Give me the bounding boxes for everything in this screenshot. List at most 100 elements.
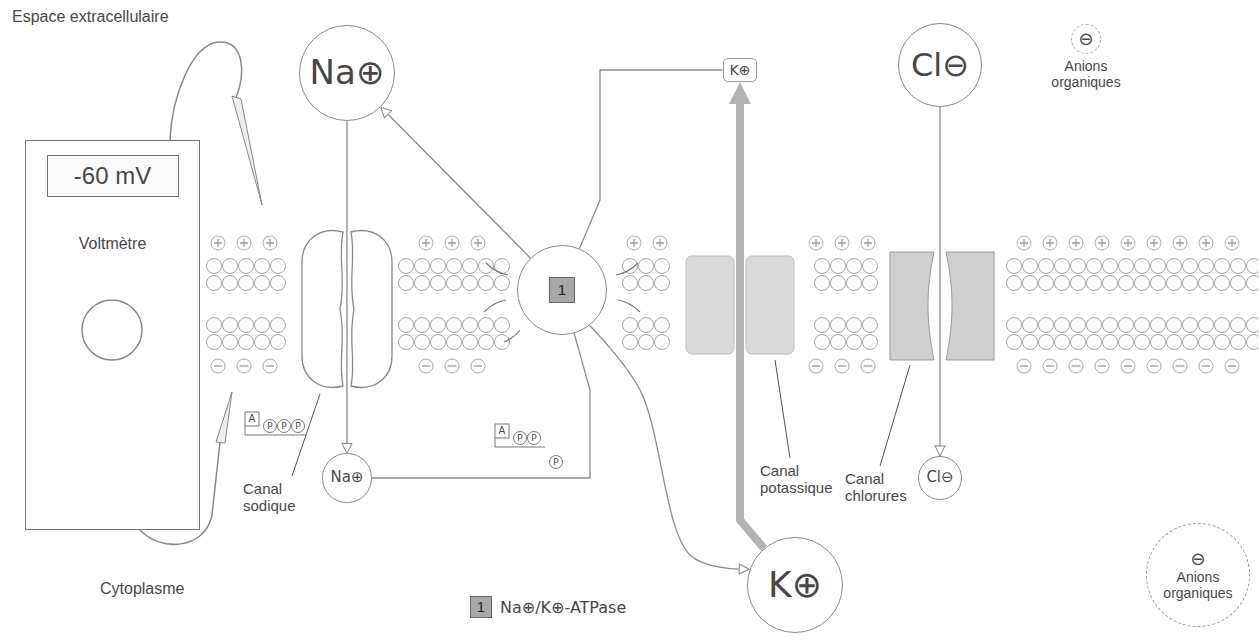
lipid-head xyxy=(1215,276,1230,291)
charge-circle xyxy=(1095,359,1109,373)
positive-charge xyxy=(1121,236,1135,250)
lipid-head xyxy=(255,259,270,274)
positive-charge xyxy=(1043,236,1057,250)
lipid-head xyxy=(1119,276,1134,291)
lipid-head xyxy=(831,276,846,291)
lipid-head xyxy=(1247,276,1259,291)
callout-number: 1 xyxy=(549,277,575,303)
node-content: Na⊕ xyxy=(330,469,363,486)
charge-circle xyxy=(835,359,849,373)
lipid-head xyxy=(447,335,462,350)
lipid-head xyxy=(1103,335,1118,350)
charge-circle xyxy=(419,359,433,373)
lipid-head xyxy=(223,259,238,274)
lipid-head xyxy=(1215,259,1230,274)
lipid-head xyxy=(239,318,254,333)
lipid-head xyxy=(1039,335,1054,350)
charge-sign xyxy=(1046,365,1054,366)
node-content: ⊖Anions organiques xyxy=(1160,549,1236,602)
lipid-head xyxy=(863,335,878,350)
leader-line xyxy=(292,394,320,476)
lipid-head xyxy=(1199,259,1214,274)
electrode-wire xyxy=(170,42,242,140)
sodium-channel xyxy=(302,231,343,388)
lipid-head xyxy=(1055,276,1070,291)
lipid-head xyxy=(495,335,510,350)
voltmeter: -60 mVVoltmètre xyxy=(25,140,200,530)
lipid-head xyxy=(1231,259,1246,274)
lipid-head xyxy=(1119,335,1134,350)
lipid-head xyxy=(847,318,862,333)
lipid-head xyxy=(271,318,286,333)
anion-label: Anions organiques xyxy=(1160,569,1236,601)
negative-charge xyxy=(237,359,251,373)
charge-circle xyxy=(1043,236,1057,250)
charge-symbol: ⊖ xyxy=(1190,549,1205,570)
charge-circle xyxy=(809,359,823,373)
charge-sign xyxy=(1150,365,1158,366)
charge-circle xyxy=(1173,359,1187,373)
potassium-channel xyxy=(746,256,794,354)
lipid-head xyxy=(1135,276,1150,291)
negative-charge xyxy=(1225,359,1239,373)
lipid-head xyxy=(495,276,510,291)
anion-group: ⊖Anions organiques xyxy=(1040,24,1132,90)
ion-flow-arrow xyxy=(388,114,530,258)
charge-circle xyxy=(1043,359,1057,373)
lipid-head xyxy=(655,318,670,333)
charge-sign xyxy=(1072,365,1080,366)
lipid-head xyxy=(1183,276,1198,291)
positive-charge xyxy=(627,236,641,250)
positive-charge xyxy=(1147,236,1161,250)
positive-charge xyxy=(1225,236,1239,250)
lipid-head xyxy=(831,318,846,333)
charge-sign xyxy=(1176,239,1184,247)
lipid-head xyxy=(1167,335,1182,350)
chloride-channel xyxy=(946,252,994,360)
positive-charge xyxy=(861,236,875,250)
region-label: Espace extracellulaire xyxy=(12,8,169,26)
lipid-head xyxy=(255,276,270,291)
lipid-head xyxy=(639,276,654,291)
negative-charge xyxy=(835,359,849,373)
electrode xyxy=(232,96,262,205)
charge-circle xyxy=(809,236,823,250)
lipid-head xyxy=(639,259,654,274)
lipid-head xyxy=(815,318,830,333)
lipid-head xyxy=(431,335,446,350)
lipid-head xyxy=(1151,276,1166,291)
charge-sign xyxy=(1202,239,1210,247)
lipid-head xyxy=(815,335,830,350)
lipid-head xyxy=(1247,318,1259,333)
lipid-head xyxy=(1007,276,1022,291)
node-content: K⊕ xyxy=(730,62,751,78)
lipid-head xyxy=(1103,259,1118,274)
lipid-head xyxy=(415,276,430,291)
negative-charge xyxy=(1069,359,1083,373)
negative-charge xyxy=(1147,359,1161,373)
positive-charge xyxy=(419,236,433,250)
lipid-head xyxy=(1023,335,1038,350)
voltage-reading: -60 mV xyxy=(47,155,179,197)
charge-circle xyxy=(1199,359,1213,373)
node-content: K⊕ xyxy=(768,564,822,605)
charge-circle xyxy=(1017,236,1031,250)
lipid-head xyxy=(415,259,430,274)
lipid-head xyxy=(431,259,446,274)
charge-sign xyxy=(214,365,222,366)
ion-flow-arrow xyxy=(590,325,740,569)
lipid-head xyxy=(1071,335,1086,350)
legend: Na⊕/K⊕-ATPase xyxy=(470,596,626,618)
lipid-head xyxy=(223,335,238,350)
ion-circle: Cl⊖ xyxy=(918,456,962,500)
ion-symbol: Cl⊖ xyxy=(911,47,969,84)
phosphate-letter: P xyxy=(278,420,291,433)
lipid-head xyxy=(479,318,494,333)
lipid-head xyxy=(1039,276,1054,291)
charge-circle xyxy=(445,359,459,373)
charge-sign xyxy=(1202,365,1210,366)
lipid-head xyxy=(655,335,670,350)
phosphate-circle xyxy=(550,456,563,469)
